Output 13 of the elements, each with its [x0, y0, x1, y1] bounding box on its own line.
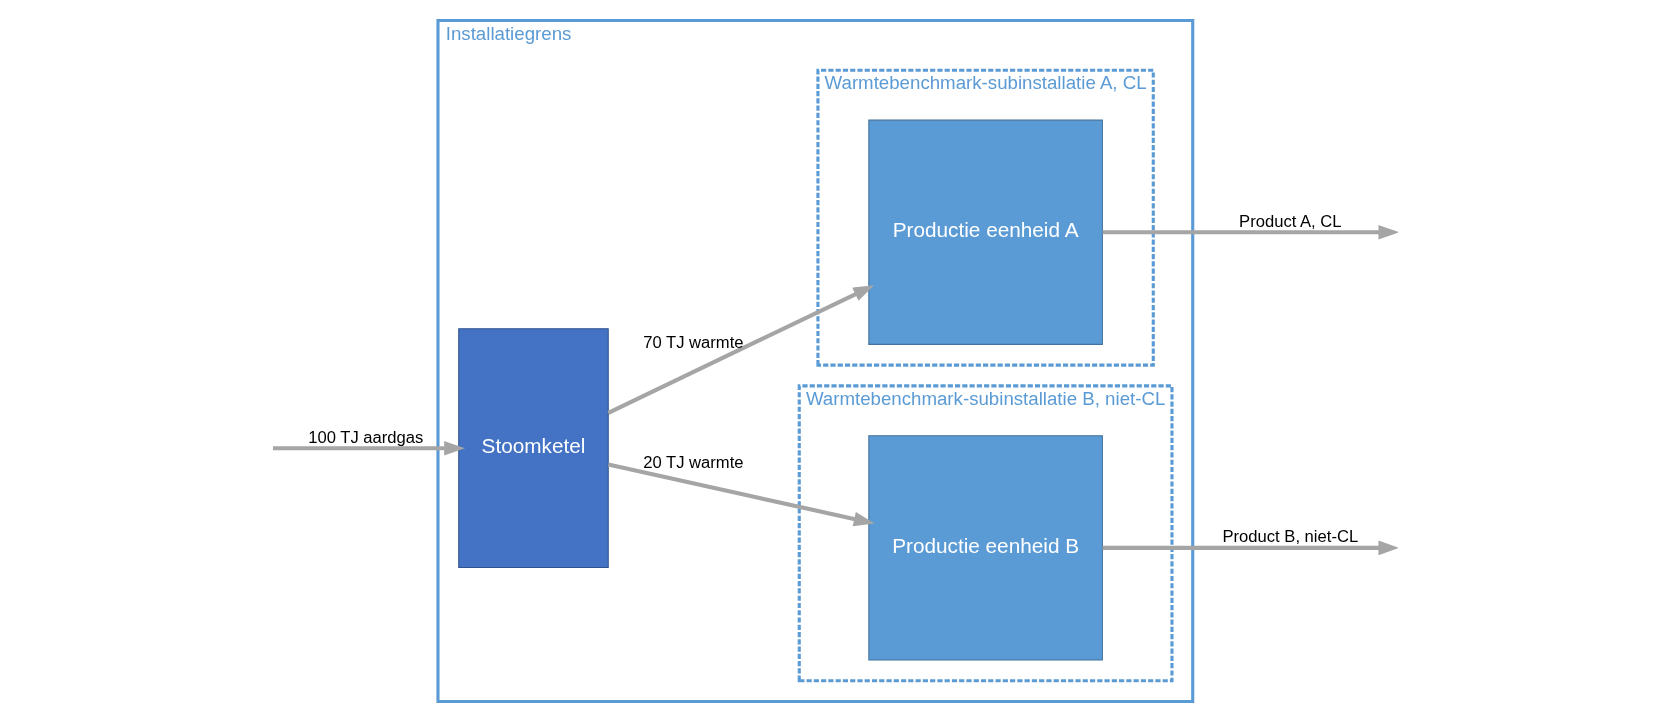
edge-label: 20 TJ warmte	[643, 452, 744, 472]
node-box: Stoomketel	[458, 328, 609, 569]
node-box: Productie eenheid A	[868, 119, 1103, 345]
arrow	[607, 285, 875, 415]
arrow	[1102, 540, 1398, 556]
arrow	[607, 462, 875, 527]
edge-label: Product B, niet-CL	[1222, 527, 1359, 547]
edge-label: 70 TJ warmte	[643, 333, 744, 353]
node-box: Productie eenheid B	[868, 435, 1103, 661]
arrow	[1102, 224, 1398, 240]
edge-label: Product A, CL	[1239, 211, 1342, 231]
edge-label: 100 TJ aardgas	[308, 427, 424, 447]
arrow	[272, 440, 465, 456]
